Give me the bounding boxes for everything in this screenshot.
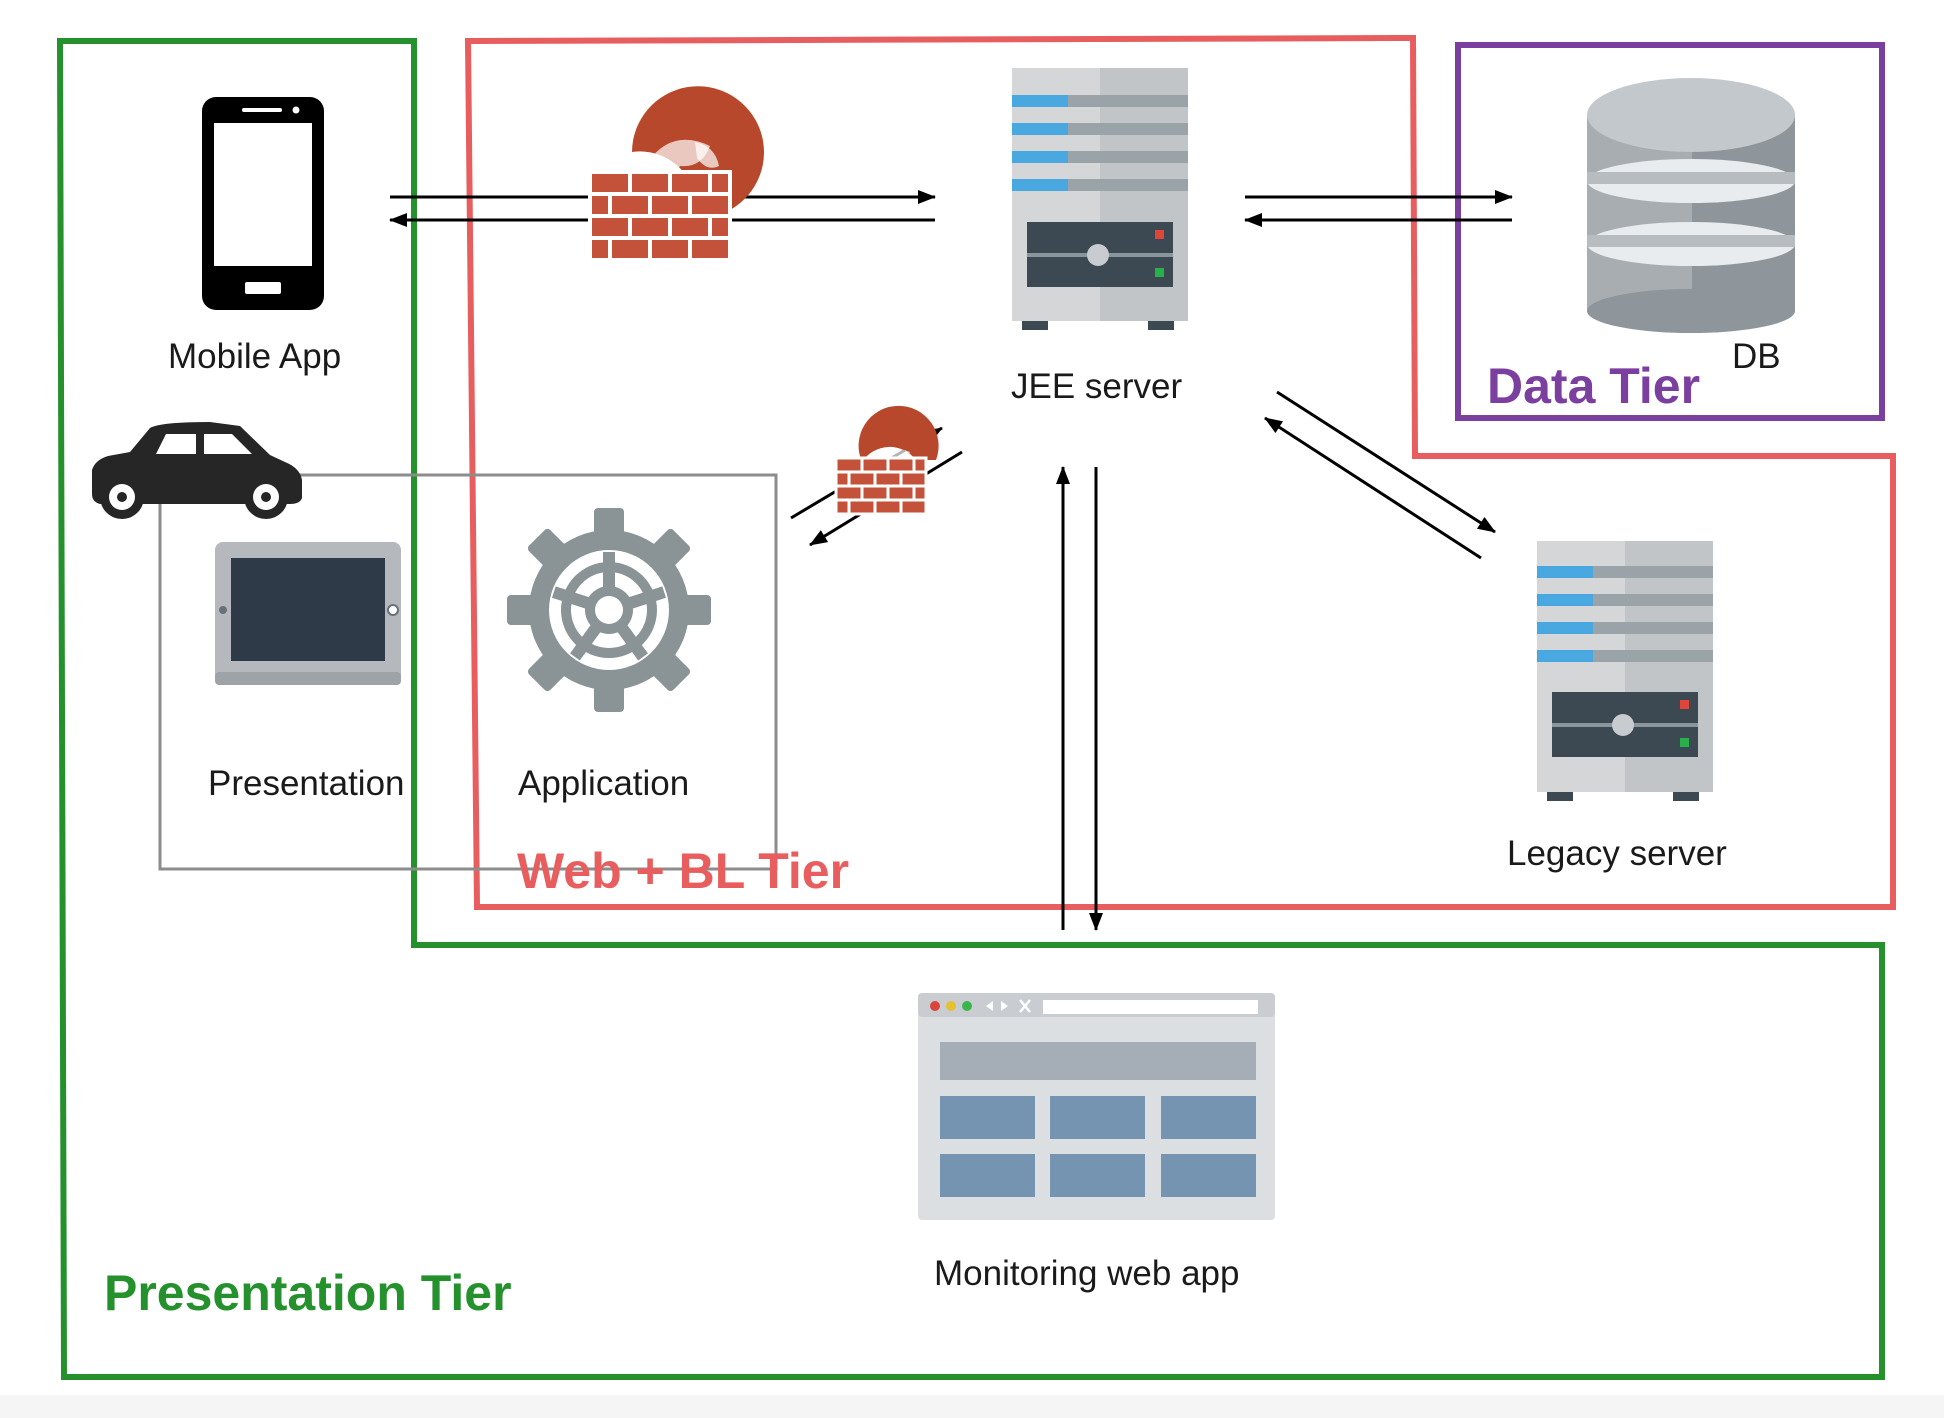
browser-window-icon — [918, 993, 1275, 1220]
presentation-label: Presentation — [208, 764, 405, 803]
web-bl-tier-boundary — [464, 34, 1896, 910]
car-icon — [92, 422, 302, 519]
jee-server-label: JEE server — [1011, 367, 1182, 406]
presentation-tier-label: Presentation Tier — [104, 1265, 512, 1321]
application-label: Application — [518, 764, 689, 803]
arrow-legacy-to-jee — [1264, 416, 1482, 560]
mobile-app-label: Mobile App — [168, 337, 341, 376]
data-tier-boundary — [1455, 42, 1885, 421]
smartphone-icon — [202, 97, 324, 310]
data-tier-label: Data Tier — [1487, 358, 1700, 414]
db-label: DB — [1732, 337, 1781, 376]
monitoring-web-app-label: Monitoring web app — [934, 1254, 1239, 1293]
gear-icon — [507, 508, 711, 712]
server-icon — [1012, 68, 1188, 330]
arrow-jee-to-legacy — [1276, 390, 1496, 534]
presentation-tier-boundary — [56, 38, 1885, 1380]
client-group-box — [158, 473, 778, 871]
web-bl-tier-label: Web + BL Tier — [517, 843, 849, 899]
firewall-icon — [588, 86, 764, 262]
legacy-server-label: Legacy server — [1507, 834, 1727, 873]
page-footer-strip — [0, 1395, 1944, 1418]
legacy-server-icon — [1537, 541, 1713, 801]
firewall-icon-small — [834, 405, 939, 516]
tablet-icon — [215, 542, 401, 685]
database-icon — [1587, 78, 1795, 333]
